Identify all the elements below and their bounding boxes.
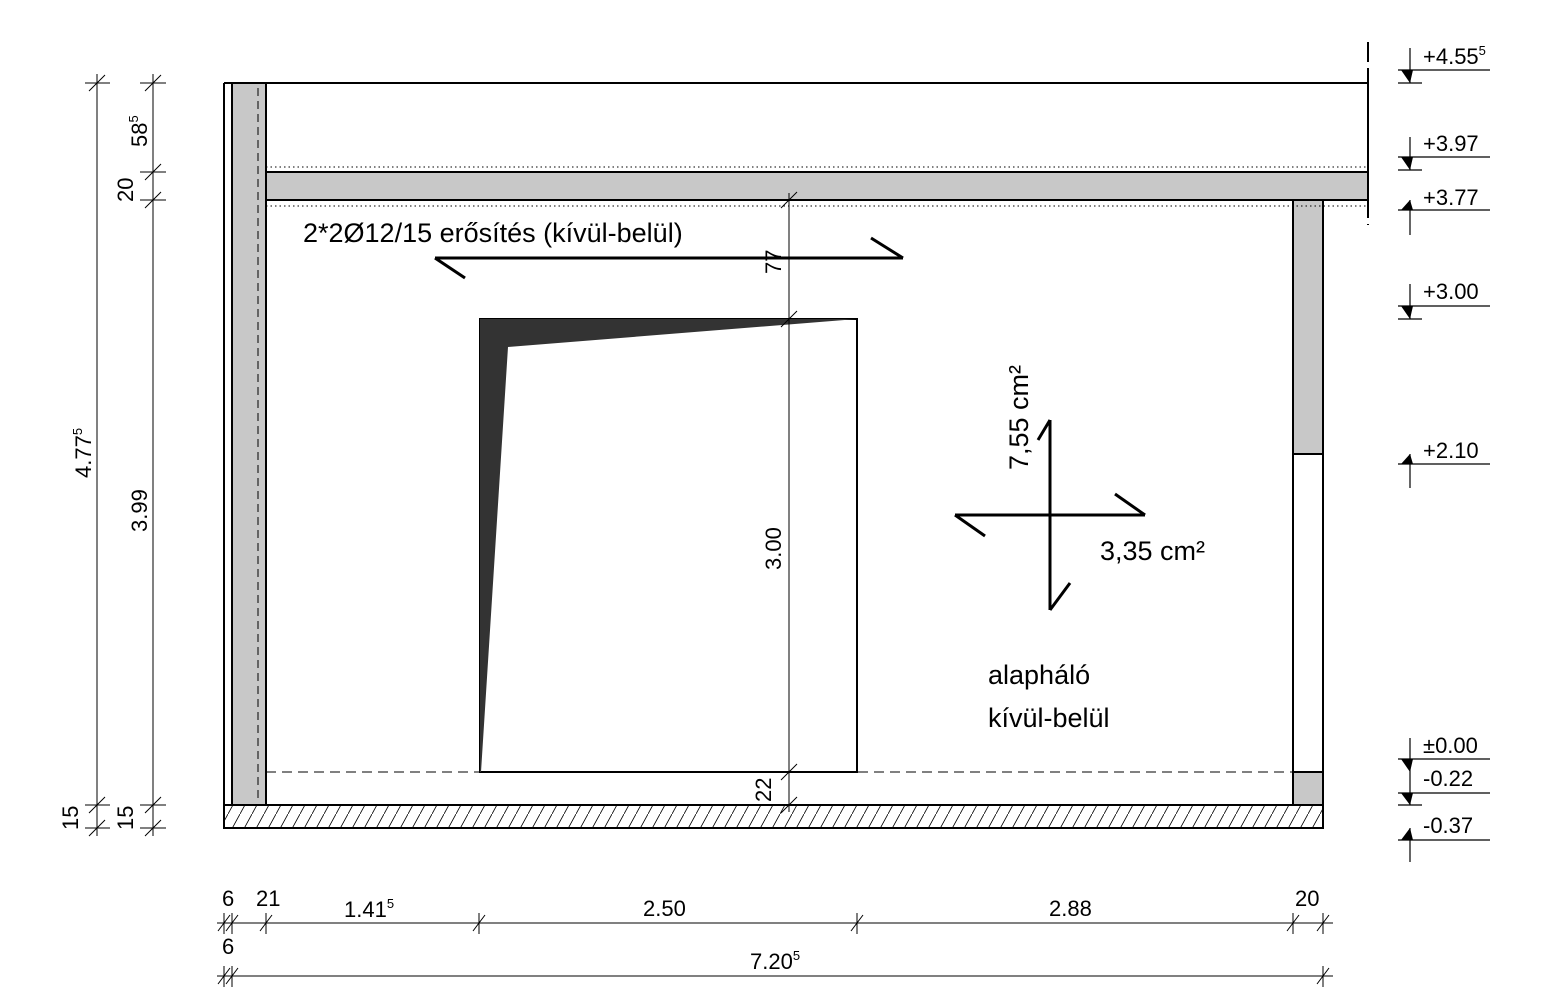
- level-455: +4.555: [1423, 43, 1486, 69]
- area-horizontal-label: 3,35 cm²: [1100, 536, 1205, 566]
- dim-6-second: 6: [222, 934, 234, 959]
- right-wall-lower: [1292, 771, 1324, 806]
- dim-22: 22: [751, 778, 776, 802]
- reinforcement-label: 2*2Ø12/15 erősítés (kívül-belül): [303, 218, 683, 248]
- level-455-sup: 5: [1479, 43, 1486, 58]
- right-wall-upper: [1292, 199, 1324, 455]
- level-397: +3.97: [1423, 131, 1479, 156]
- level-300: +3.00: [1423, 279, 1479, 304]
- dim-15-a: 15: [58, 806, 83, 830]
- mesh-label-1: alapháló: [988, 660, 1090, 690]
- right-window: [1292, 453, 1324, 773]
- dim-20-bottom: 20: [1295, 886, 1319, 911]
- level-m037: -0.37: [1423, 813, 1473, 838]
- level-m022: -0.22: [1423, 766, 1473, 791]
- dim-overall-height: 4.775: [70, 428, 96, 478]
- inner-dimension: [780, 191, 798, 814]
- left-dimensions: [85, 74, 166, 837]
- top-slab: [231, 171, 1369, 201]
- dim-20-left: 20: [113, 178, 138, 202]
- dim-288: 2.88: [1049, 896, 1092, 921]
- dim-141: 1.415: [344, 896, 394, 922]
- dim-total-sup: 5: [793, 948, 800, 963]
- level-markers: [1398, 48, 1490, 862]
- dim-300: 3.00: [761, 527, 786, 570]
- parapet-space: [265, 82, 1369, 173]
- dim-total-main: 7.20: [750, 949, 793, 974]
- dim-250: 2.50: [643, 896, 686, 921]
- dim-399: 3.99: [127, 489, 152, 532]
- bottom-dimensions: [217, 913, 1333, 987]
- door-opening: [479, 318, 858, 773]
- dim-58: 585: [126, 115, 152, 147]
- level-377: +3.77: [1423, 185, 1479, 210]
- area-vertical-label: 7,55 cm²: [1004, 365, 1034, 470]
- floor-slab: [223, 804, 1324, 829]
- dim-21: 21: [256, 886, 280, 911]
- dim-58-main: 58: [127, 123, 152, 147]
- dim-overall-sup: 5: [70, 428, 85, 435]
- dim-15-b: 15: [113, 806, 138, 830]
- level-210: +2.10: [1423, 438, 1479, 463]
- left-wall: [231, 82, 267, 806]
- dim-58-sup: 5: [126, 115, 141, 122]
- dim-141-sup: 5: [387, 896, 394, 911]
- mesh-label-2: kívül-belül: [988, 703, 1110, 733]
- dim-overall-main: 4.77: [71, 435, 96, 478]
- dim-total-width: 7.205: [750, 948, 800, 974]
- structure: [223, 82, 1369, 829]
- level-455-main: +4.55: [1423, 44, 1479, 69]
- dim-141-main: 1.41: [344, 897, 387, 922]
- dim-6: 6: [222, 886, 234, 911]
- dim-77: 77: [761, 250, 786, 274]
- reinforcement-symbols: [434, 236, 1146, 611]
- level-000: ±0.00: [1423, 733, 1478, 758]
